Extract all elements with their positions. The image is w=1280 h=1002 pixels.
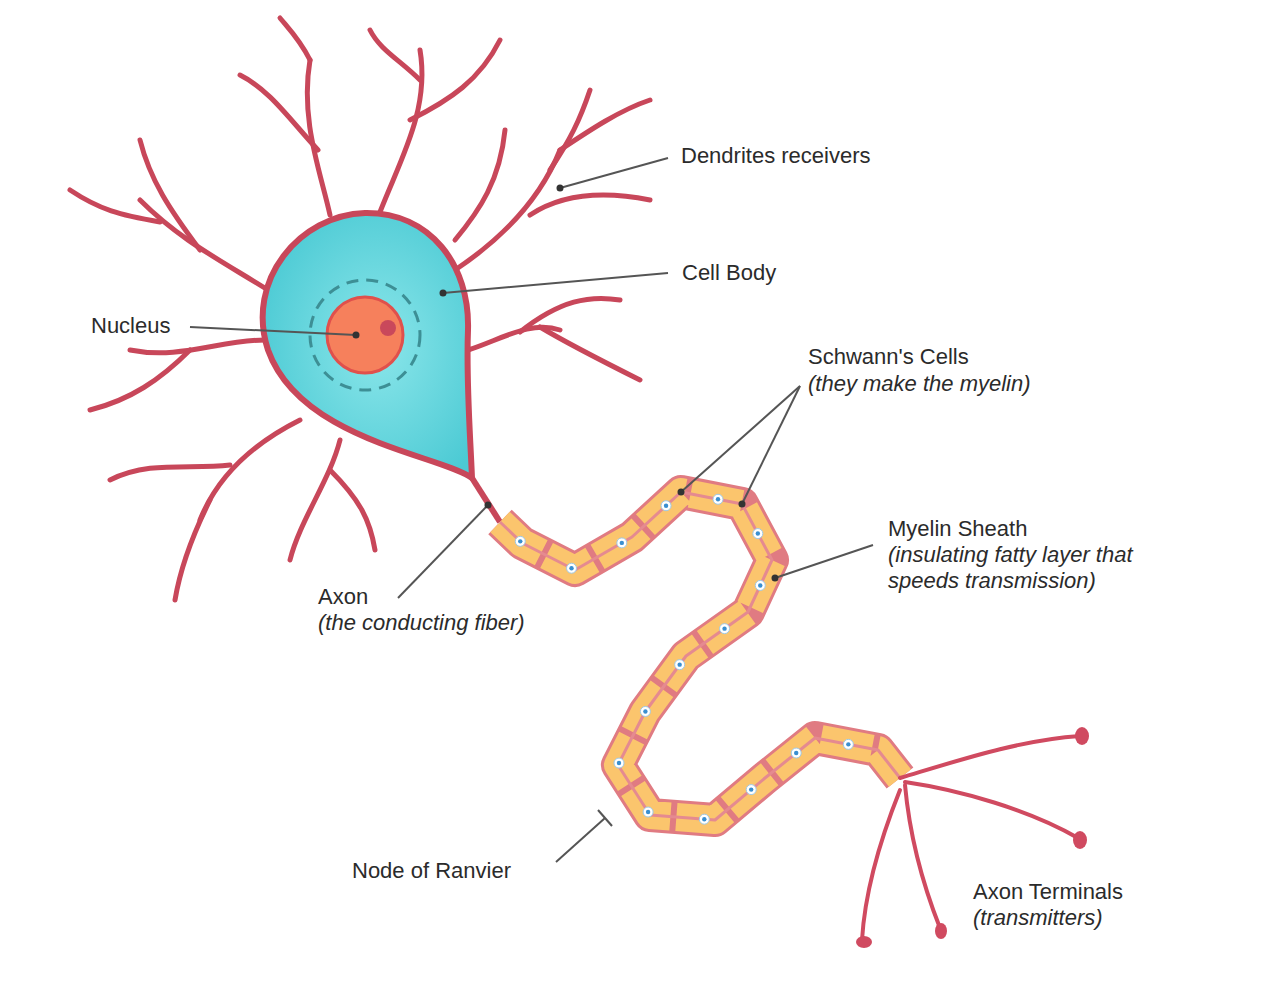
- schwann-nucleus-core: [677, 662, 681, 666]
- part-label: Node of Ranvier: [352, 858, 511, 884]
- schwann-nucleus: [720, 624, 730, 634]
- part-label: Cell Body: [682, 260, 776, 286]
- schwann-nucleus-core: [749, 787, 753, 791]
- schwann-nucleus: [746, 785, 756, 795]
- schwann-nucleus-core: [846, 742, 850, 746]
- schwann-nucleus-core: [722, 626, 726, 630]
- schwann-nucleus-core: [646, 810, 650, 814]
- schwann-nucleus: [699, 814, 709, 824]
- part-label: Dendrites receivers: [681, 143, 871, 169]
- part-label: Myelin Sheath: [888, 516, 1027, 542]
- leader-lines: [190, 158, 873, 862]
- myelin-sheath: [500, 492, 900, 824]
- schwann-nucleus-core: [569, 566, 573, 570]
- part-description: (they make the myelin): [808, 371, 1031, 397]
- schwann-nucleus-core: [518, 539, 522, 543]
- schwann-nucleus: [640, 706, 650, 716]
- part-label: Axon: [318, 584, 368, 610]
- leader-dots: [353, 185, 779, 582]
- axon-hillock: [472, 478, 500, 522]
- schwann-nucleus: [515, 536, 525, 546]
- schwann-nucleus: [661, 501, 671, 511]
- schwann-nucleus: [643, 807, 653, 817]
- part-label: Nucleus: [91, 313, 170, 339]
- schwann-nucleus: [791, 748, 801, 758]
- axon-fiber: [500, 492, 900, 820]
- schwann-nucleus: [675, 660, 685, 670]
- schwann-nucleus-core: [643, 709, 647, 713]
- schwann-nucleus-core: [620, 541, 624, 545]
- schwann-nucleus-core: [664, 504, 668, 508]
- myelin-outline: [500, 492, 900, 820]
- schwann-nucleus: [755, 580, 765, 590]
- part-description: (transmitters): [973, 905, 1103, 931]
- nuclear-envelope: [310, 280, 420, 390]
- part-label: Axon Terminals: [973, 879, 1123, 905]
- part-label: Schwann's Cells: [808, 344, 969, 370]
- schwann-nucleus: [753, 529, 763, 539]
- schwann-nucleus-core: [702, 817, 706, 821]
- schwann-nucleus: [617, 538, 627, 548]
- schwann-nucleus: [713, 494, 723, 504]
- schwann-nucleus: [614, 758, 624, 768]
- myelin-segments: [500, 492, 900, 820]
- part-description: (the conducting fiber): [318, 610, 525, 636]
- schwann-nucleus: [843, 739, 853, 749]
- schwann-nucleus-core: [758, 583, 762, 587]
- schwann-nucleus: [567, 563, 577, 573]
- schwann-nucleus-core: [756, 531, 760, 535]
- nucleolus: [380, 320, 396, 336]
- cell-body: [263, 213, 472, 478]
- schwann-nucleus-core: [794, 751, 798, 755]
- dendrites: [70, 18, 650, 600]
- schwann-nucleus-core: [716, 497, 720, 501]
- part-description: (insulating fatty layer that speeds tran…: [888, 542, 1180, 594]
- schwann-nucleus-core: [617, 761, 621, 765]
